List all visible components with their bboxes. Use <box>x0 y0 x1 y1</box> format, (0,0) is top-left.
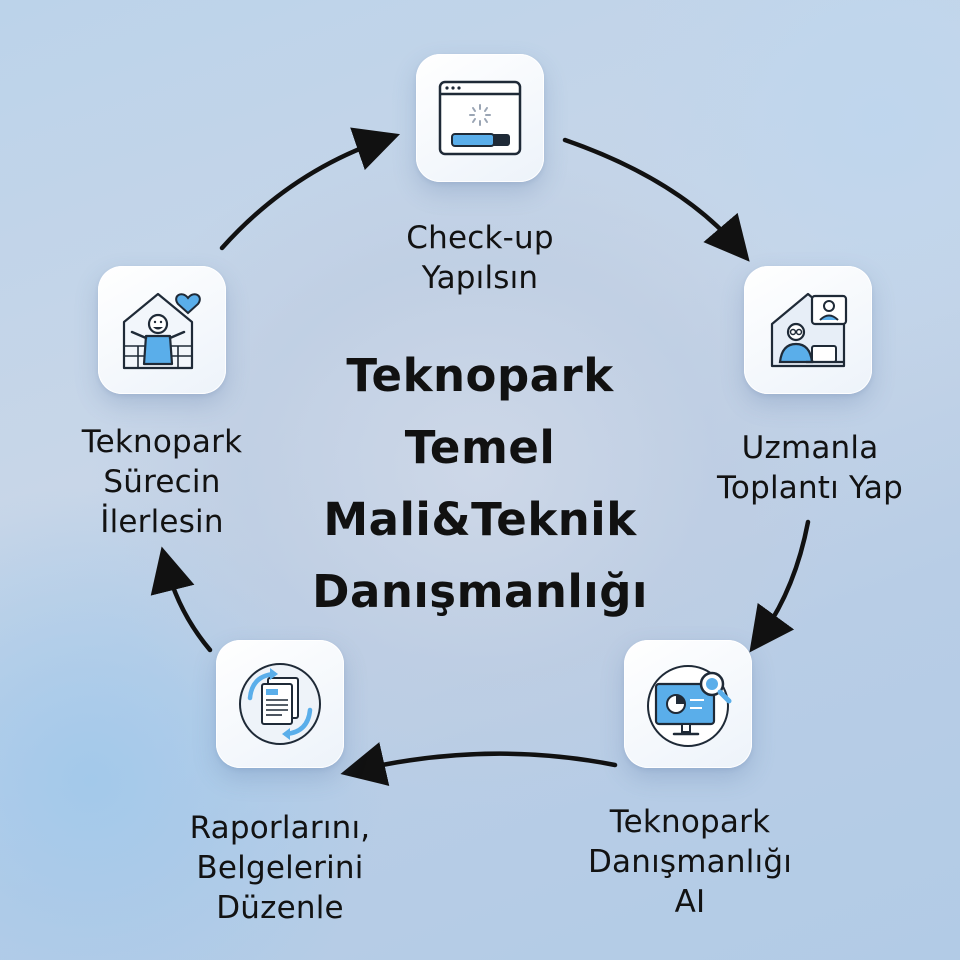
step-card-meeting <box>744 266 872 394</box>
arrow-step1-to-step2 <box>562 137 750 262</box>
step-card-checkup <box>416 54 544 182</box>
center-title-line-2: Temel <box>404 421 556 474</box>
step-label-meeting-line-1: Uzmanla <box>741 430 879 466</box>
step-label-progress-line-1: Teknopark <box>81 424 243 460</box>
step-label-ai-consulting-line-1: Teknopark <box>609 804 771 840</box>
center-title: Teknopark Temel Mali&Teknik Danışmanlığı <box>270 340 690 628</box>
step-label-ai-consulting-line-3: AI <box>674 884 706 920</box>
step-label-documents: Raporlarını, Belgelerini Düzenle <box>160 808 400 928</box>
happy-person-house-icon <box>122 292 201 370</box>
step-label-documents-line-1: Raporlarını, <box>189 810 371 846</box>
step-card-progress <box>98 266 226 394</box>
arrow-step3-to-step4 <box>340 742 618 786</box>
arrow-step5-to-step1 <box>219 127 401 251</box>
step-card-documents <box>216 640 344 768</box>
video-meeting-icon <box>770 292 848 368</box>
step-label-checkup-line-1: Check-up <box>406 220 554 256</box>
step-label-progress-line-3: İlerlesin <box>100 504 224 540</box>
step-label-documents-line-2: Belgelerini <box>196 850 364 886</box>
step-label-meeting-line-2: Toplantı Yap <box>717 470 903 506</box>
center-title-line-4: Danışmanlığı <box>312 565 648 618</box>
step-label-checkup: Check-up Yapılsın <box>380 218 580 298</box>
step-label-checkup-line-2: Yapılsın <box>421 260 539 296</box>
monitor-chart-search-icon <box>647 665 732 747</box>
step-label-progress-line-2: Sürecin <box>103 464 221 500</box>
center-title-line-1: Teknopark <box>346 349 614 402</box>
browser-loading-icon <box>438 80 522 156</box>
step-label-meeting: Uzmanla Toplantı Yap <box>690 428 930 508</box>
step-card-ai-consulting <box>624 640 752 768</box>
arrow-step2-to-step3 <box>749 519 811 653</box>
step-label-progress: Teknopark Sürecin İlerlesin <box>52 422 272 542</box>
center-title-line-3: Mali&Teknik <box>323 493 637 546</box>
arrow-step4-to-step5 <box>150 546 213 653</box>
document-sync-icon <box>239 663 321 745</box>
step-label-ai-consulting: Teknopark Danışmanlığı AI <box>570 802 810 922</box>
step-label-ai-consulting-line-2: Danışmanlığı <box>587 844 793 880</box>
step-label-documents-line-3: Düzenle <box>216 890 344 926</box>
